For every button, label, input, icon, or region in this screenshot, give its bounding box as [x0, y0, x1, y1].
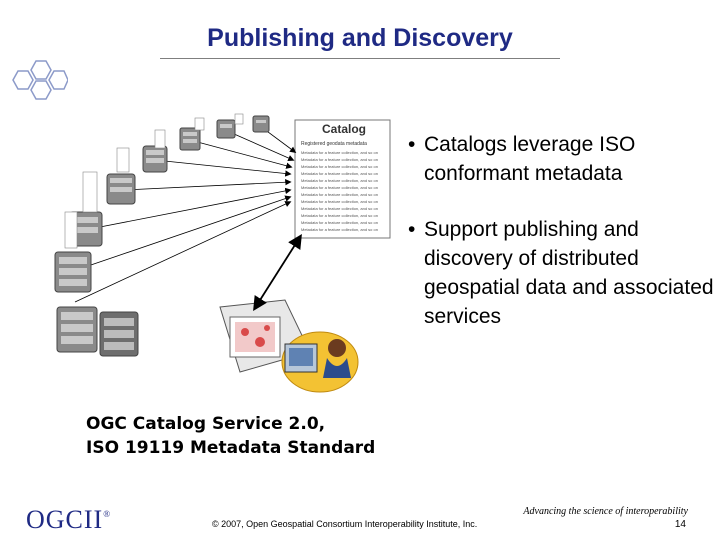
- server-stack-icon: [216, 119, 236, 139]
- bullet-text: Catalogs leverage ISO conformant metadat…: [424, 133, 636, 185]
- catalog-entry: Metadata for a feature collection, and s…: [301, 164, 378, 169]
- bullet-marker: •: [408, 133, 416, 156]
- server-stack-icon: [252, 115, 270, 133]
- catalog-entry: Metadata for a feature collection, and s…: [301, 220, 378, 225]
- catalog-entry: Metadata for a feature collection, and s…: [301, 178, 378, 183]
- connection-arrow: [84, 195, 292, 268]
- user-workstation-icon: [219, 299, 359, 393]
- connection-arrow: [99, 187, 292, 228]
- connection-arrow: [189, 139, 293, 169]
- connection-arrow: [154, 159, 292, 177]
- bullet-text: Support publishing and discovery of dist…: [424, 218, 714, 328]
- server-stack-icon: [54, 251, 92, 293]
- server-stack-icon: [106, 173, 136, 205]
- server-stack-icon: [56, 306, 139, 357]
- catalog-entry: Metadata for a feature collection, and s…: [301, 185, 378, 190]
- catalog-entry: Metadata for a feature collection, and s…: [301, 192, 378, 197]
- caption-line: OGC Catalog Service 2.0,: [86, 414, 326, 434]
- slide-title: Publishing and Discovery: [207, 24, 513, 52]
- footer-tagline: Advancing the science of interoperabilit…: [523, 506, 688, 517]
- catalog-entry: Metadata for a feature collection, and s…: [301, 157, 378, 162]
- catalog-entry: Metadata for a feature collection, and s…: [301, 171, 378, 176]
- copyright-text: © 2007, Open Geospatial Consortium Inter…: [212, 519, 478, 529]
- ogcii-logo: OGCII®: [26, 505, 111, 535]
- metadata-document-icon: [64, 113, 244, 249]
- catalog-label: Catalog: [322, 122, 366, 136]
- title-divider: [160, 58, 560, 59]
- page-number: 14: [674, 519, 686, 530]
- catalog-entry: Metadata for a feature collection, and s…: [301, 150, 378, 155]
- server-stack-icon: [179, 127, 201, 151]
- connection-arrow: [74, 201, 292, 303]
- catalog-entry: Metadata for a feature collection, and s…: [301, 206, 378, 211]
- catalog-entry: Metadata for a feature collection, and s…: [301, 199, 378, 204]
- registered-mark: ®: [103, 509, 112, 519]
- catalog-diagram: Catalog Registered geodata metadata Meta…: [54, 113, 391, 393]
- query-arrow: [253, 233, 302, 312]
- caption-line: ISO 19119 Metadata Standard: [86, 438, 376, 458]
- catalog-entry: Metadata for a feature collection, and s…: [301, 227, 378, 232]
- connection-arrow: [124, 179, 292, 191]
- diagram-caption: OGC Catalog Service 2.0, ISO 19119 Metad…: [86, 412, 375, 460]
- catalog-document: Catalog Registered geodata metadata Meta…: [294, 119, 391, 239]
- connection-arrow: [224, 129, 295, 161]
- logo-text: OGCII: [26, 505, 104, 534]
- catalog-entry: Metadata for a feature collection, and s…: [301, 213, 378, 218]
- bullet-marker: •: [408, 218, 416, 241]
- hexagon-logo-icon: [12, 60, 68, 100]
- server-stack-icon: [142, 145, 168, 173]
- catalog-subtitle: Registered geodata metadata: [301, 141, 367, 147]
